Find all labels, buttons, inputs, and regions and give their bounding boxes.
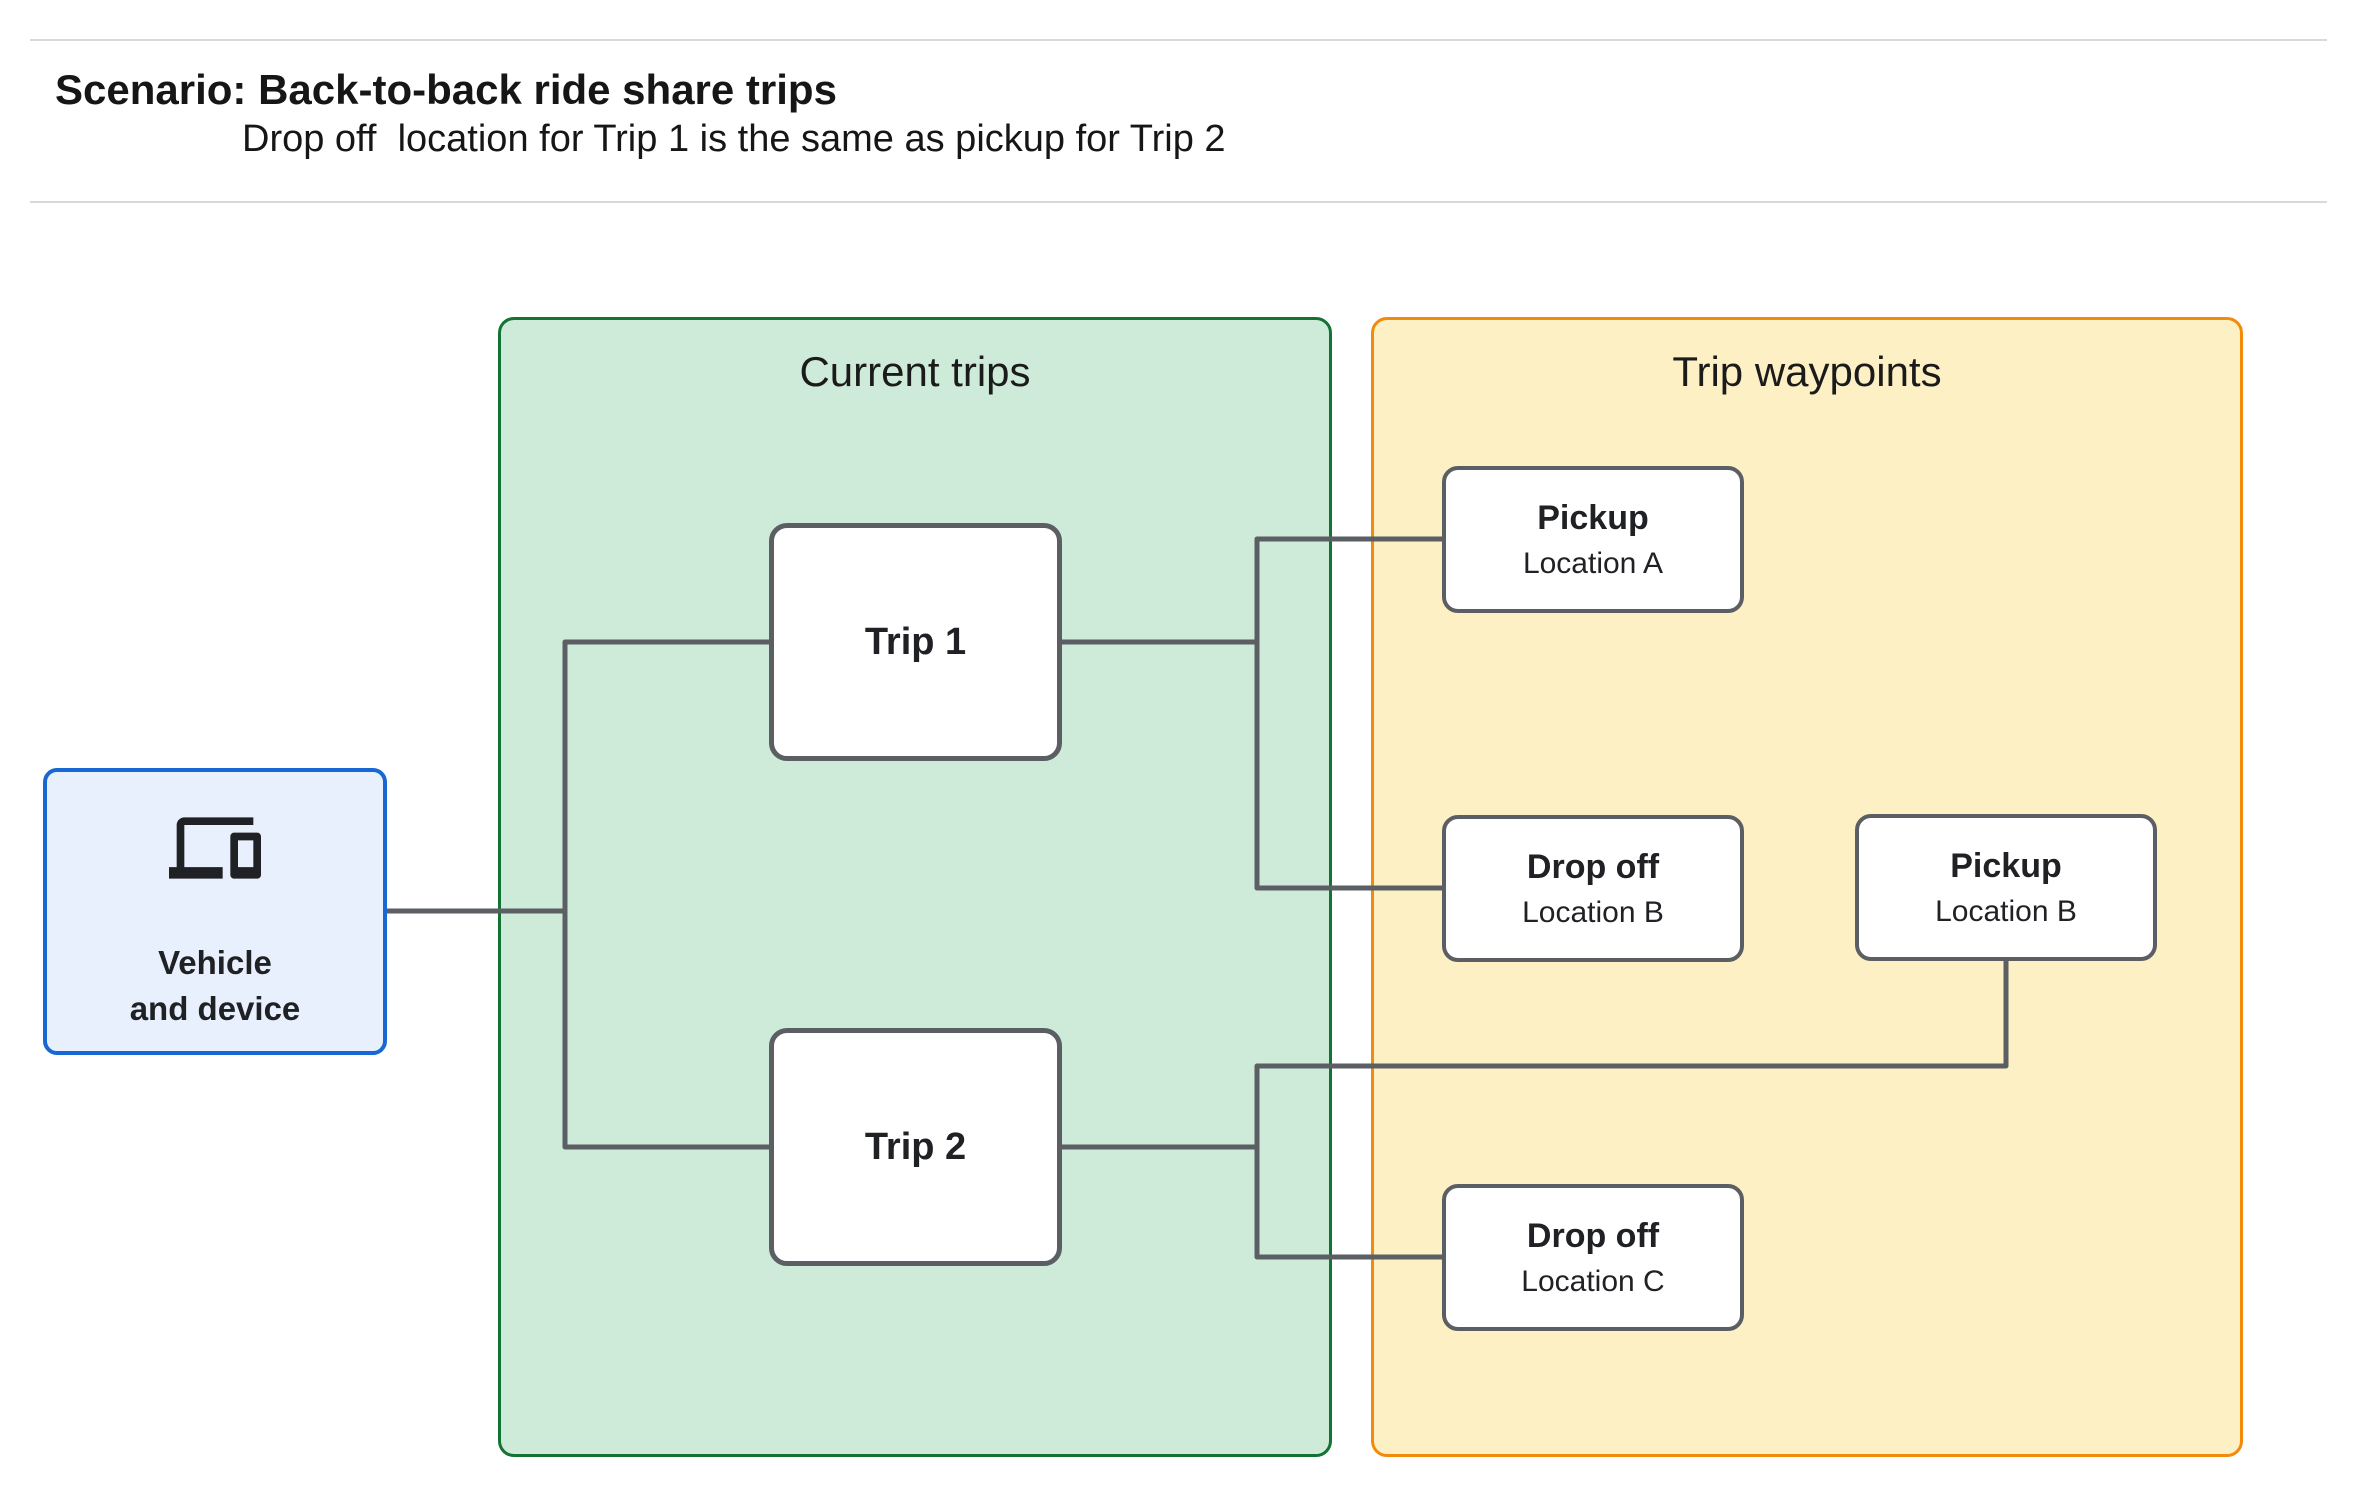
waypoint-location: Location C — [1521, 1264, 1665, 1298]
divider-bottom — [30, 201, 2327, 203]
trip-2-node: Trip 2 — [769, 1028, 1062, 1266]
connector-trip1-to-waypoints — [1254, 536, 1448, 891]
waypoint-type: Pickup — [1950, 846, 2062, 885]
waypoint-type: Drop off — [1526, 1216, 1660, 1255]
waypoint-pickup-location-a: Pickup Location A — [1442, 466, 1744, 613]
vehicle-device-node: Vehicle and device — [43, 768, 387, 1055]
trip-1-node: Trip 1 — [769, 523, 1062, 761]
panel-trip-waypoints-title: Trip waypoints — [1672, 348, 1942, 395]
vehicle-device-label: Vehicle and device — [130, 940, 301, 1032]
waypoint-location: Location B — [1935, 894, 2077, 928]
waypoint-type: Drop off — [1526, 847, 1660, 886]
waypoint-location: Location A — [1522, 546, 1664, 580]
devices-icon — [169, 817, 261, 879]
page-subtitle: Drop off location for Trip 1 is the same… — [242, 118, 1226, 160]
connector-trip2-to-waypoints — [1254, 957, 2009, 1260]
waypoint-location: Location B — [1522, 895, 1664, 929]
trip-2-label: Trip 2 — [864, 1125, 967, 1168]
vehicle-label-line1: Vehicle — [158, 944, 272, 981]
waypoint-type: Pickup — [1537, 498, 1649, 537]
panel-current-trips: Current trips — [498, 317, 1332, 1457]
panel-current-trips-title: Current trips — [799, 348, 1031, 395]
connector-vehicle-to-trips — [562, 639, 777, 1150]
vehicle-label-line2: and device — [129, 990, 301, 1027]
page-title: Scenario: Back-to-back ride share trips — [55, 66, 837, 113]
divider-top — [30, 39, 2327, 41]
trip-1-label: Trip 1 — [864, 620, 967, 663]
waypoint-dropoff-location-b: Drop off Location B — [1442, 815, 1744, 962]
waypoint-pickup-location-b: Pickup Location B — [1855, 814, 2157, 961]
waypoint-dropoff-location-c: Drop off Location C — [1442, 1184, 1744, 1331]
